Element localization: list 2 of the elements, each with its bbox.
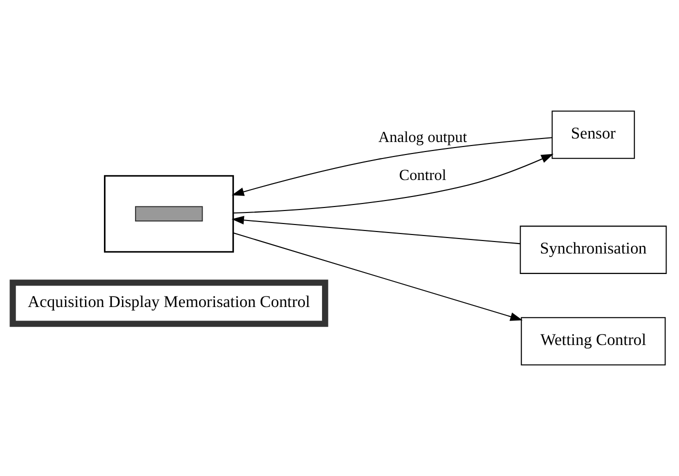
edge-label: Analog output xyxy=(378,128,468,146)
edge-label: Control xyxy=(399,166,446,184)
